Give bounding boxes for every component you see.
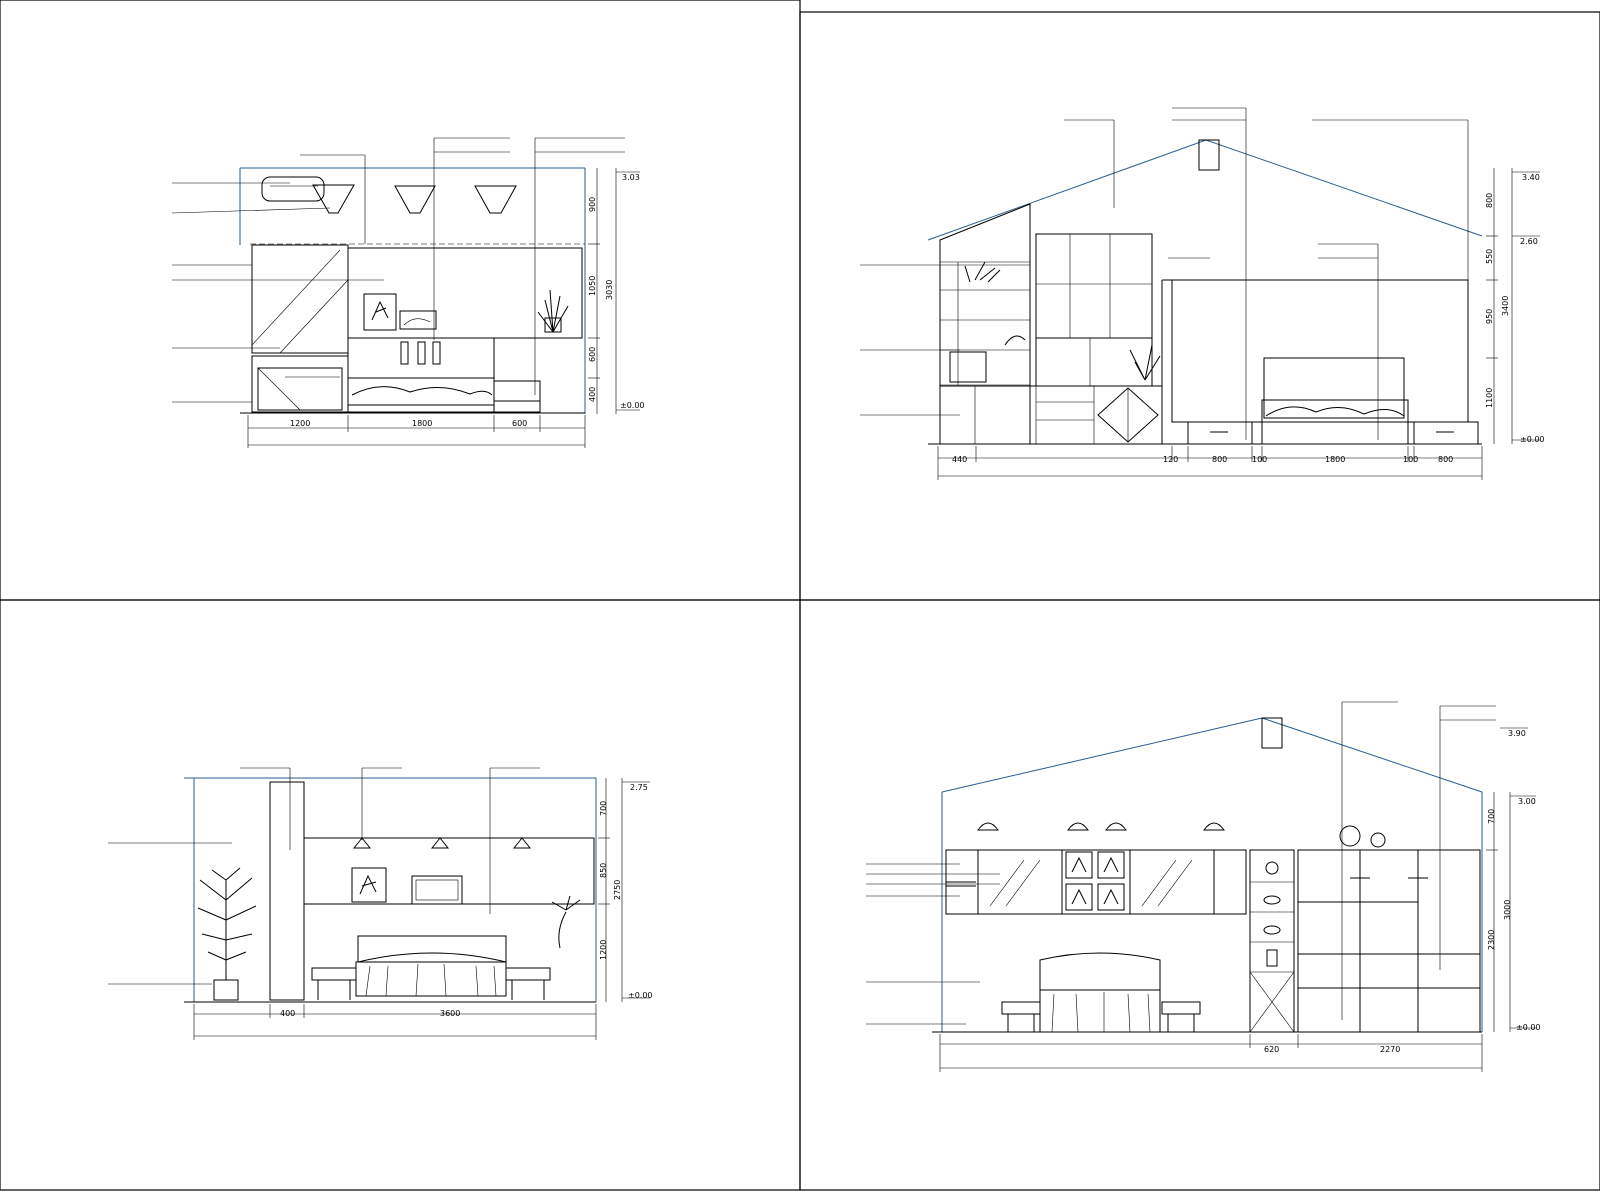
dim-label: 550: [1485, 249, 1494, 264]
elevation-bottom-left: 400 3600 700 850 1200 2750 2.75 ±0.00: [108, 767, 653, 1040]
elevation-top-left: 1200 1800 600 900 1050 600 400 3030 3.03…: [171, 137, 645, 448]
dim-label: 700: [599, 801, 608, 816]
elevation-bottom-right: 620 2270 700 3000 2300 3.90 3.00 ±0.00: [866, 701, 1541, 1072]
level-mark: ±0.00: [620, 401, 645, 410]
panel-frame-top-right: [799, 11, 1600, 601]
dim-label: 2300: [1487, 930, 1496, 950]
ceiling-lamp: [474, 185, 517, 214]
dim-label: 800: [1485, 193, 1494, 208]
dim-label: 1800: [412, 419, 432, 428]
dim-label: 900: [588, 197, 597, 212]
elevation-top-right: 440 120 800 100 1800 100 800 800 550 950…: [860, 107, 1545, 480]
dim-label: 1200: [290, 419, 310, 428]
dim-total: 3400: [1501, 296, 1510, 316]
panel-frame-bottom-left: [0, 599, 801, 1191]
level-mark: 2.60: [1520, 237, 1538, 246]
dim-label: 950: [1485, 309, 1494, 324]
plant-pot: [213, 979, 239, 1001]
level-mark: 3.40: [1522, 173, 1540, 182]
level-mark: 2.75: [630, 783, 648, 792]
dim-label: 800: [1212, 455, 1227, 464]
dim-label: 600: [588, 347, 597, 362]
dim-label: 100: [1403, 455, 1418, 464]
dim-label: 3600: [440, 1009, 460, 1018]
level-mark: ±0.00: [1520, 435, 1545, 444]
ceiling-lamp: [312, 184, 355, 214]
vent: [1261, 717, 1283, 749]
dim-label: 800: [1438, 455, 1453, 464]
dim-label: 120: [1163, 455, 1178, 464]
level-mark: ±0.00: [1516, 1023, 1541, 1032]
dim-label: 100: [1252, 455, 1267, 464]
dim-label: 1050: [588, 276, 597, 296]
dim-label: 440: [952, 455, 967, 464]
dim-label: 1100: [1485, 388, 1494, 408]
dim-label: 700: [1487, 809, 1496, 824]
vent: [1198, 139, 1220, 171]
dim-label: 600: [512, 419, 527, 428]
dim-label: 1800: [1325, 455, 1345, 464]
dim-label: 850: [599, 863, 608, 878]
level-mark: 3.00: [1518, 797, 1536, 806]
dim-label: 620: [1264, 1045, 1279, 1054]
dim-label: 3000: [1503, 900, 1512, 920]
level-mark: 3.03: [622, 173, 640, 182]
panel-frame-top-left: [0, 0, 801, 601]
dim-label: 400: [280, 1009, 295, 1018]
level-mark: 3.90: [1508, 729, 1526, 738]
dim-total: 3030: [605, 280, 614, 300]
dim-total: 2750: [613, 880, 622, 900]
dim-label: 2270: [1380, 1045, 1400, 1054]
ceiling-lamp: [394, 185, 436, 214]
dim-label: 400: [588, 387, 597, 402]
panel-frame-bottom-right: [799, 599, 1600, 1191]
level-mark: ±0.00: [628, 991, 653, 1000]
dim-label: 1200: [599, 940, 608, 960]
